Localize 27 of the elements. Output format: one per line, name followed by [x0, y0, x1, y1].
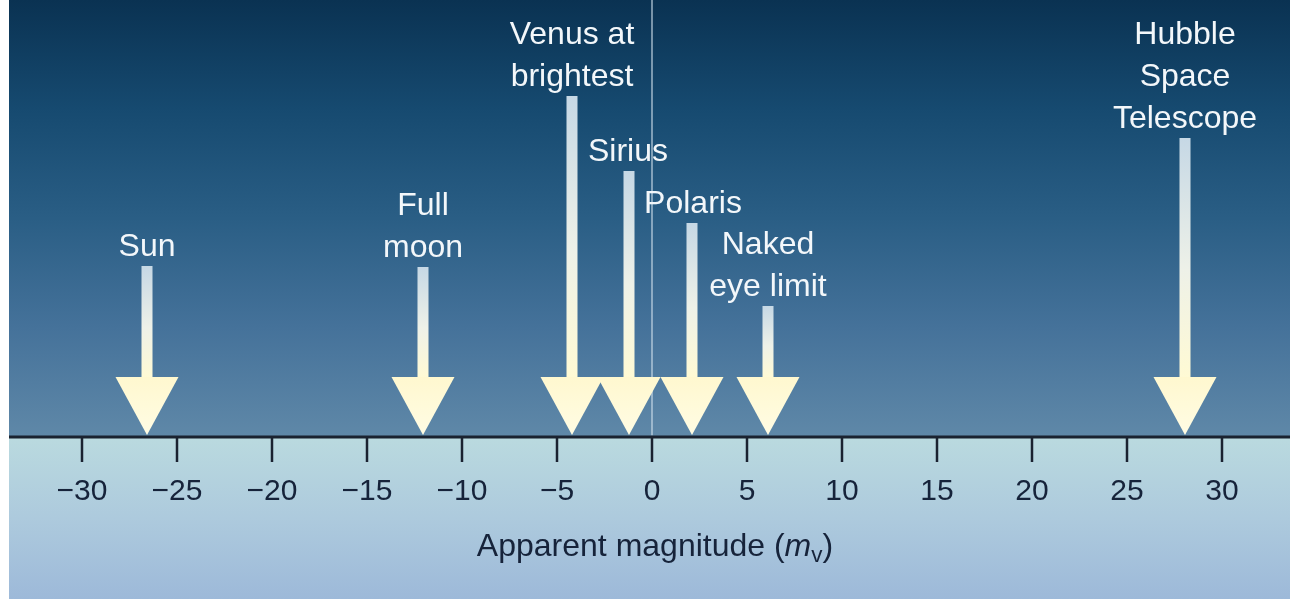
tick-label: −15	[341, 472, 393, 508]
pointer-arrow	[115, 266, 179, 435]
pointer-arrow	[1153, 138, 1217, 435]
pointer-arrow	[660, 223, 724, 435]
tick-label: 30	[1205, 472, 1239, 508]
object-label: Sirius	[588, 129, 668, 171]
tick-label: 15	[920, 472, 954, 508]
object-label: Sun	[118, 224, 176, 266]
object-label: Venus at brightest	[505, 12, 639, 96]
pointer-arrow	[391, 267, 455, 435]
axis-title: Apparent magnitude (m$_{v}$)	[476, 526, 834, 565]
object-label: Naked eye limit	[707, 222, 829, 306]
pointer-arrow	[597, 171, 661, 435]
tick-label: −30	[56, 472, 108, 508]
tick-label: −20	[246, 472, 298, 508]
tick-label: 20	[1015, 472, 1049, 508]
tick-label: −25	[151, 472, 203, 508]
tick-label: 5	[738, 472, 756, 508]
tick-label: 10	[825, 472, 859, 508]
pointer-arrow	[736, 306, 800, 435]
object-label: Hubble Space Telescope	[1107, 12, 1263, 138]
tick-label: −10	[436, 472, 488, 508]
object-label: Polaris	[644, 181, 742, 223]
object-label: Full moon	[379, 183, 467, 267]
tick-label: 25	[1110, 472, 1144, 508]
tick-label: 0	[643, 472, 661, 508]
tick-label: −5	[539, 472, 575, 508]
